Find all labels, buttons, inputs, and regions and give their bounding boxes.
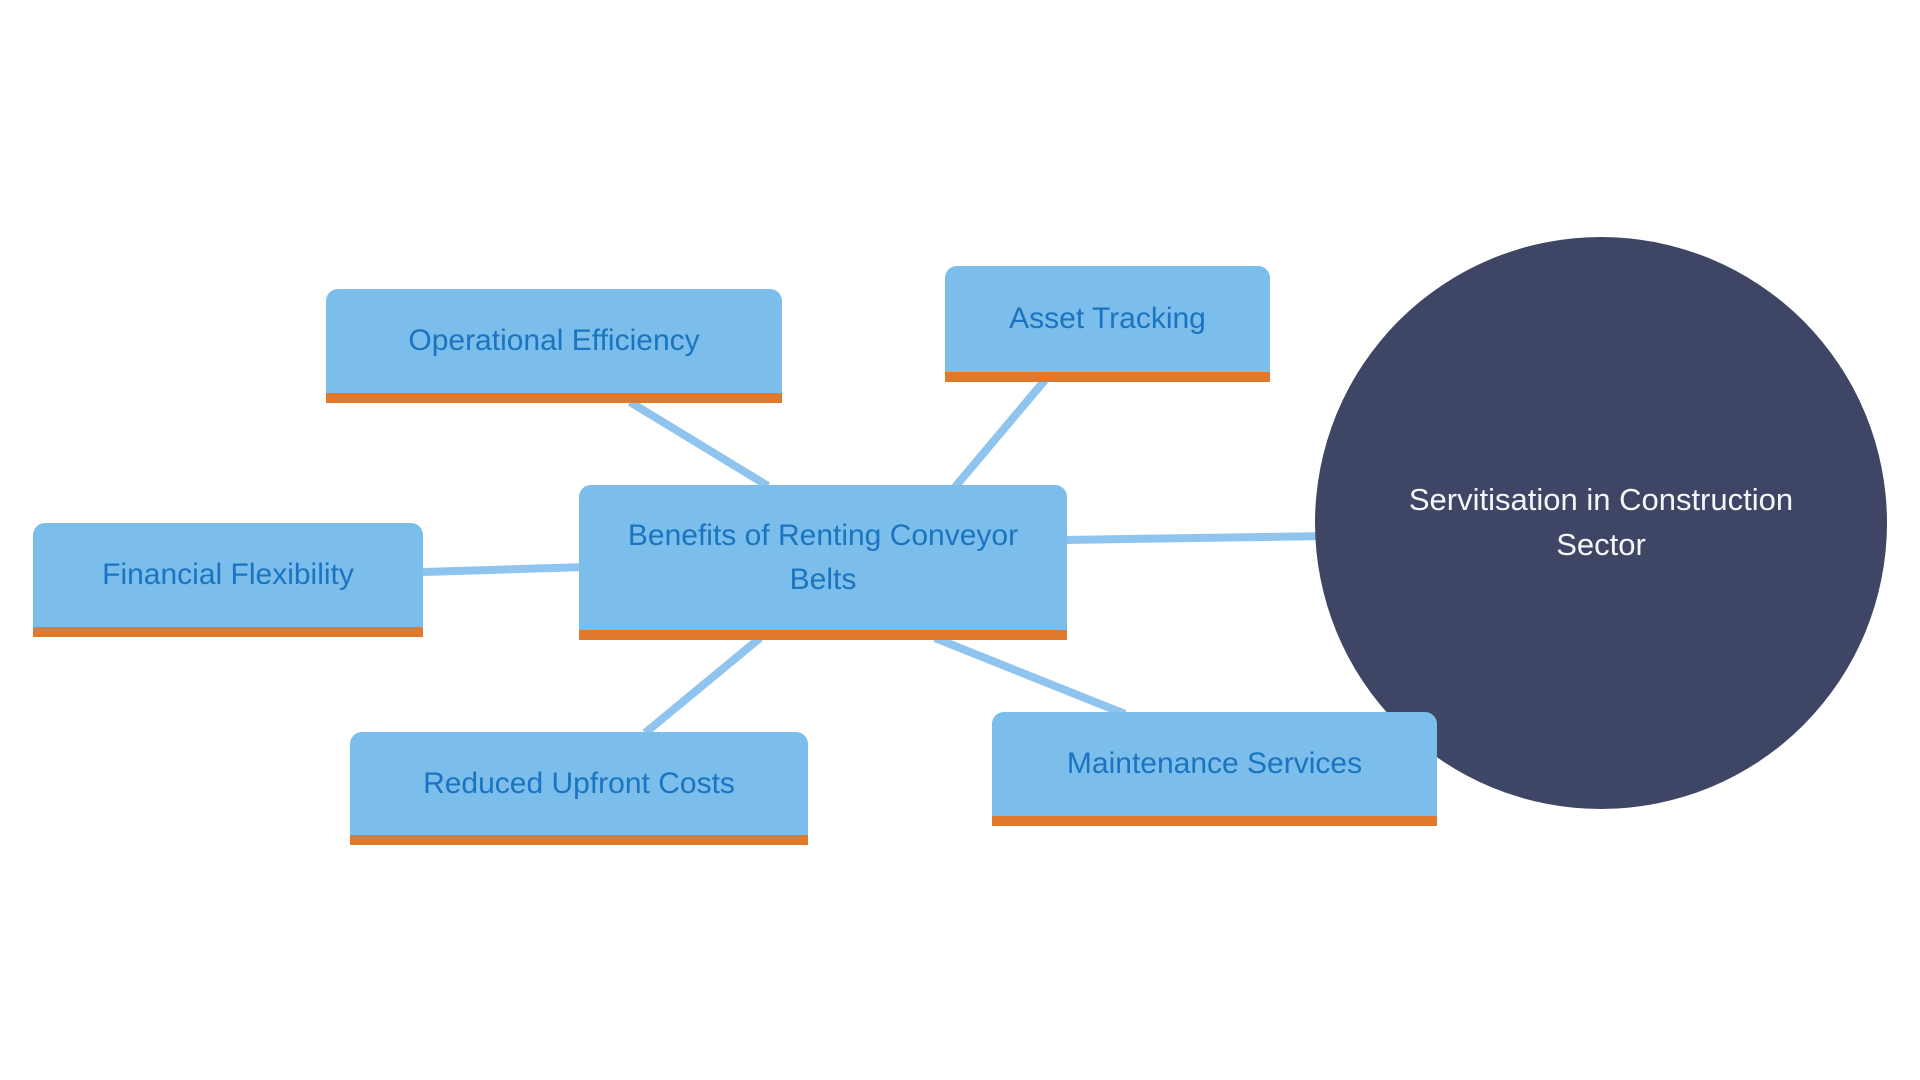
connector-operational-efficiency [627,398,771,490]
connector-financial-flexibility [422,563,586,576]
node-reduced-upfront-costs: Reduced Upfront Costs [350,732,808,845]
node-label: Reduced Upfront Costs [423,766,735,800]
node-financial-flexibility: Financial Flexibility [33,523,423,637]
node-underline [326,393,782,403]
hub-node-label: Servitisation in Construction Sector [1408,482,1794,562]
connector-reduced-upfront-costs [642,634,763,737]
node-label: Financial Flexibility [102,558,354,592]
node-underline [992,816,1437,826]
node-label: Maintenance Services [1066,747,1363,781]
node-benefits-center: Benefits of Renting Conveyor Belts [579,485,1067,640]
connector-maintenance-services [933,634,1127,718]
node-underline [945,372,1270,382]
node-underline [33,627,423,637]
center-node-label: Benefits of Renting Conveyor Belts [627,519,1019,596]
node-operational-efficiency: Operational Efficiency [326,289,782,403]
connector-servitisation-hub [1062,532,1331,544]
node-label: Asset Tracking [1009,302,1206,336]
node-maintenance-services: Maintenance Services [992,712,1437,826]
node-underline [579,630,1067,640]
connector-asset-tracking [951,377,1049,490]
node-underline [350,835,808,845]
node-asset-tracking: Asset Tracking [945,266,1270,382]
node-label: Operational Efficiency [408,324,700,358]
